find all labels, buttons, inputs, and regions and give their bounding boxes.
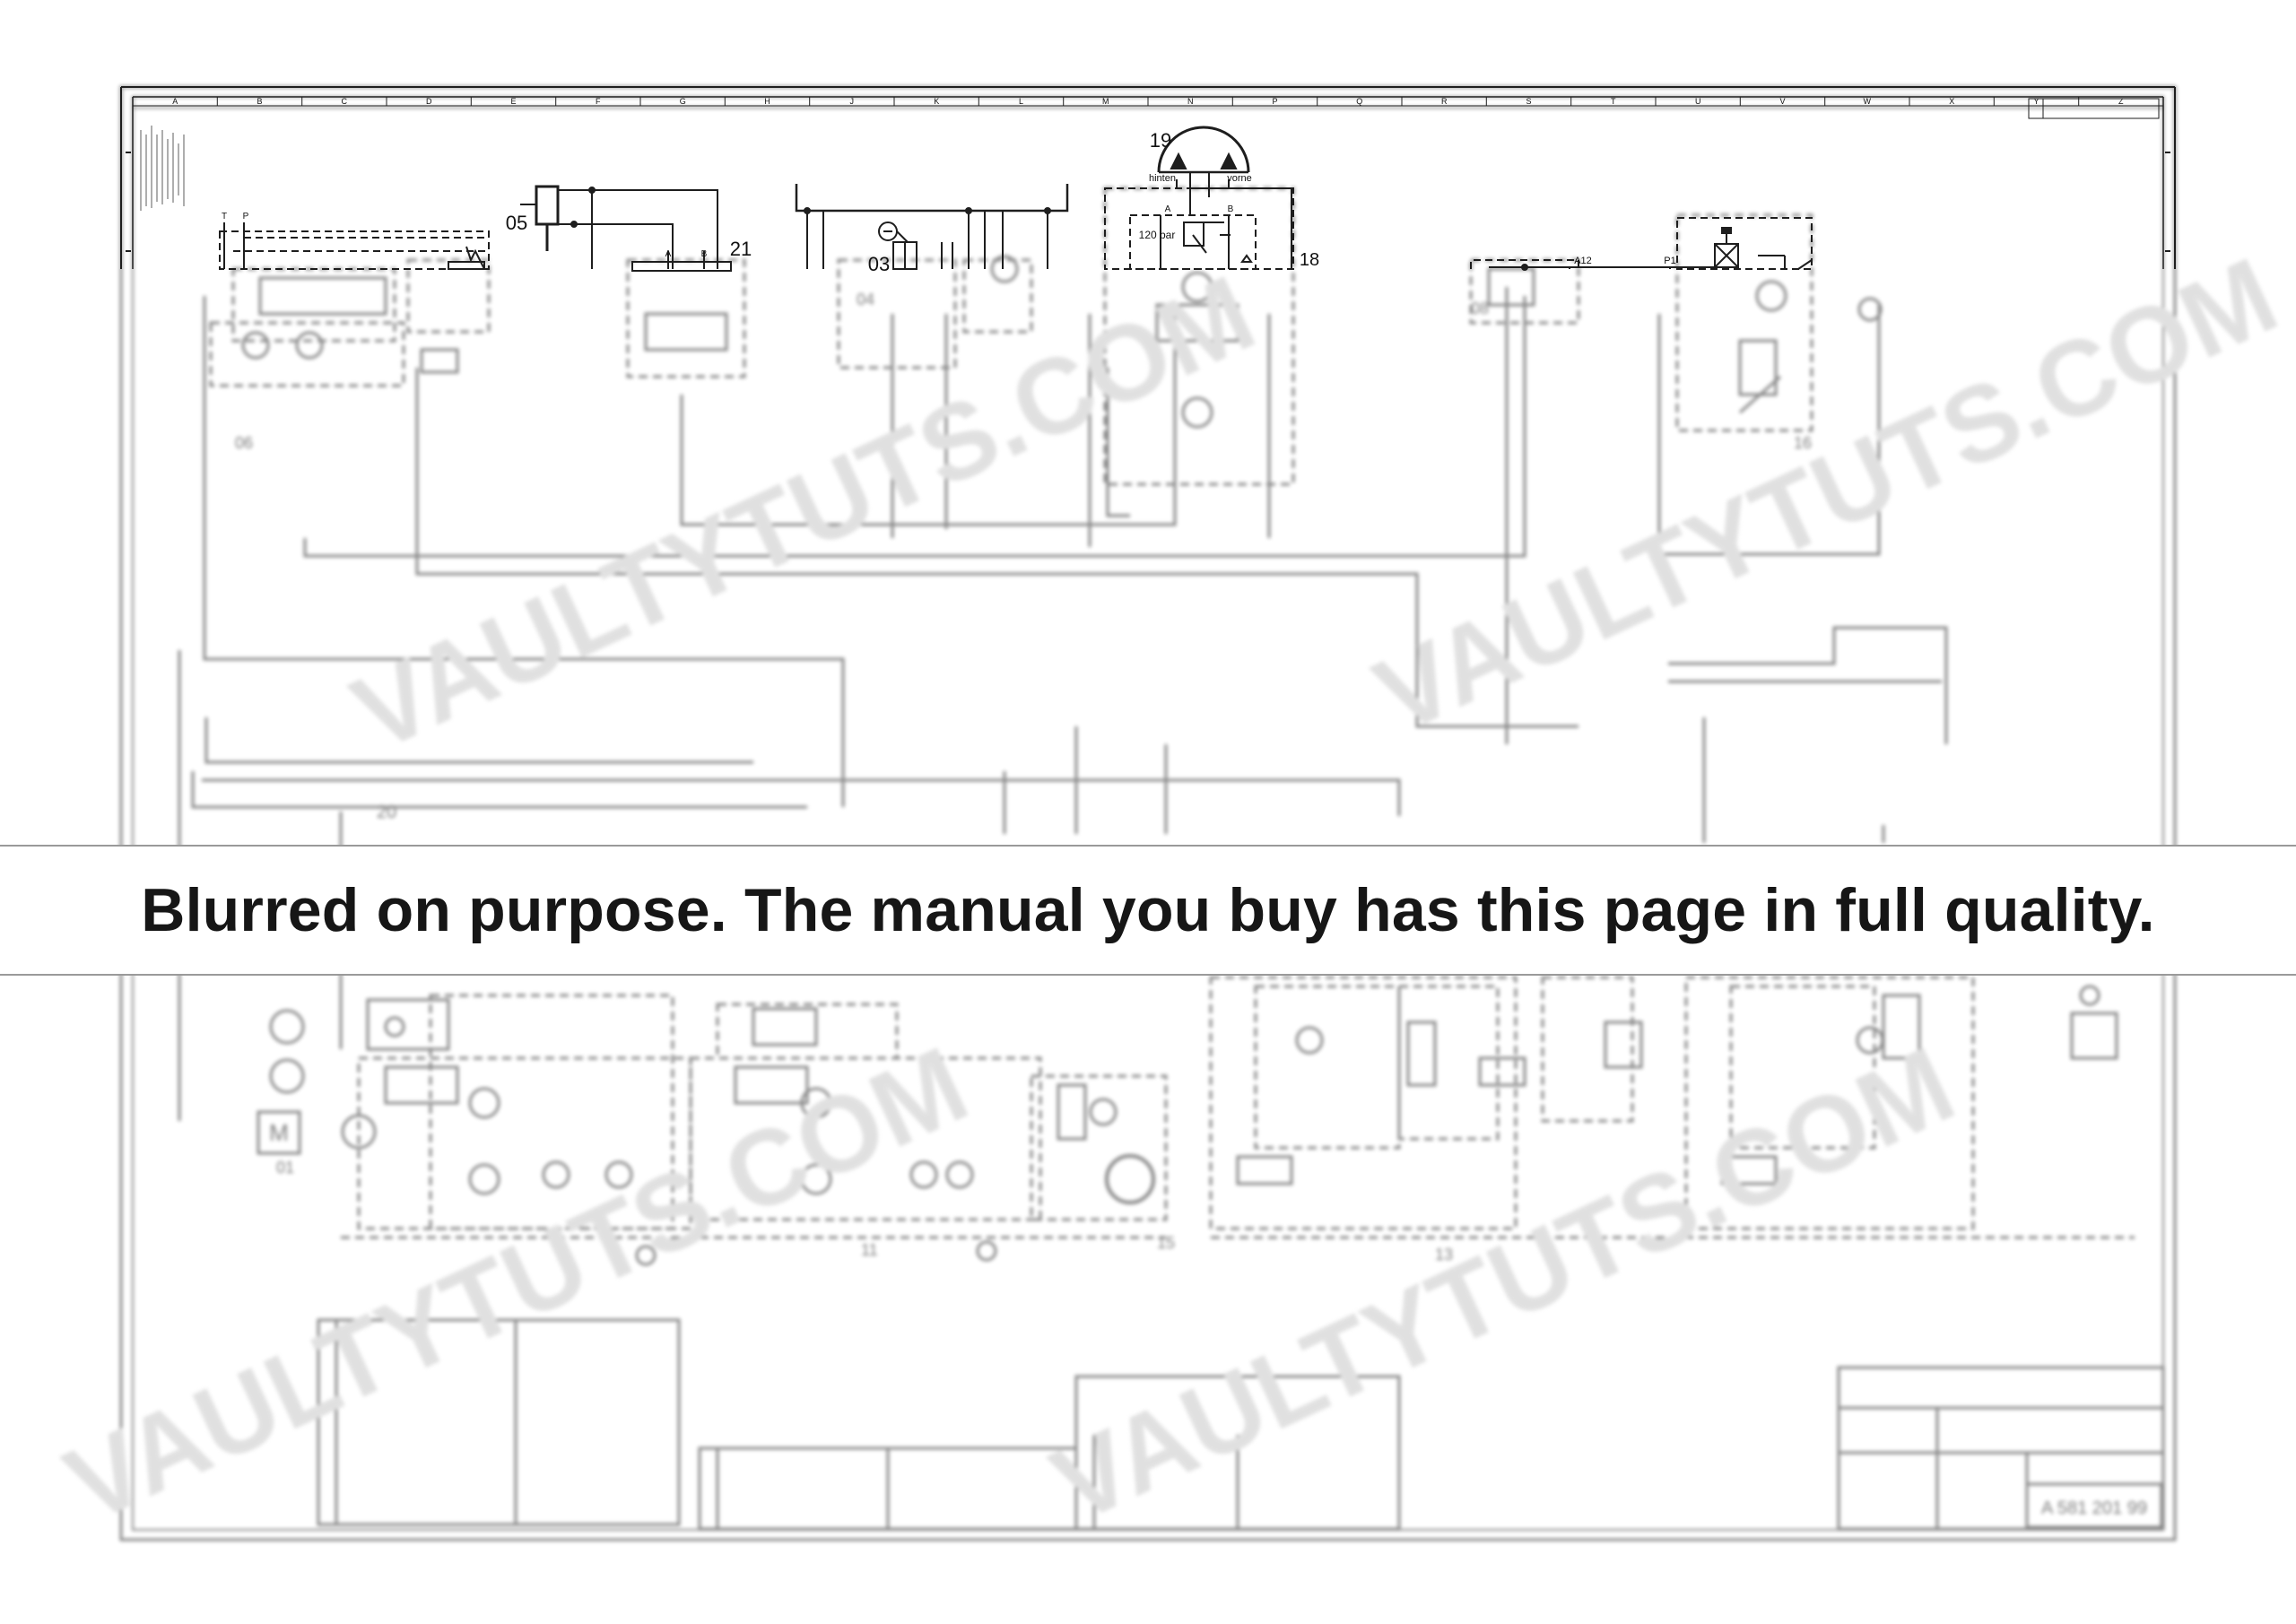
port-a12: A12 xyxy=(1574,256,1592,266)
port-b-21: B xyxy=(701,249,708,259)
label-11: 11 xyxy=(861,1241,878,1259)
grid-col-A: A xyxy=(172,97,178,106)
port-a-19: A xyxy=(1165,204,1171,214)
grid-col-V: V xyxy=(1779,97,1785,106)
port-p: P xyxy=(243,212,249,221)
sharp-schematic-top: A B C D E F G H J K L M N P Q R S T U V W X Y Z xyxy=(120,86,2176,275)
label-13: 13 xyxy=(1435,1246,1453,1264)
grid-col-S: S xyxy=(1526,97,1531,106)
grid-col-Q: Q xyxy=(1356,97,1362,106)
grid-col-D: D xyxy=(426,97,432,106)
grid-col-B: B xyxy=(257,97,262,106)
blur-notice-text: Blurred on purpose. The manual you buy h… xyxy=(141,876,2155,944)
grid-col-Y: Y xyxy=(2033,97,2039,106)
watermark-text-2: VAULTYTUTS.COM xyxy=(1358,235,2293,757)
grid-col-Z: Z xyxy=(2118,97,2124,106)
label-18: 18 xyxy=(1300,250,1319,270)
grid-col-U: U xyxy=(1695,97,1701,106)
port-p1: P1 xyxy=(1664,256,1675,266)
blur-notice-banner: Blurred on purpose. The manual you buy h… xyxy=(0,845,2296,976)
label-20: 20 xyxy=(377,803,396,822)
grid-col-J: J xyxy=(850,97,855,106)
grid-column-ticks xyxy=(216,97,2080,106)
grid-col-E: E xyxy=(510,97,516,106)
grid-col-T: T xyxy=(1611,97,1616,106)
grid-col-N: N xyxy=(1187,97,1194,106)
port-b-19: B xyxy=(1228,204,1234,214)
port-t: T xyxy=(222,212,227,221)
grid-col-P: P xyxy=(1272,97,1277,106)
label-19-right: vorne xyxy=(1227,173,1252,184)
label-16: 16 xyxy=(1794,434,1812,452)
grid-col-M: M xyxy=(1102,97,1109,106)
label-03: 03 xyxy=(868,253,890,275)
motor-label: M xyxy=(269,1119,289,1146)
label-19-left: hinten xyxy=(1149,173,1176,184)
grid-col-X: X xyxy=(1949,97,1954,106)
label-01: 01 xyxy=(276,1159,294,1177)
watermark-text-4: VAULTYTUTS.COM xyxy=(1035,1024,1970,1546)
label-05: 05 xyxy=(506,212,527,234)
grid-col-K: K xyxy=(934,97,939,106)
label-21: 21 xyxy=(730,238,752,260)
label-04: 04 xyxy=(857,291,874,308)
blurred-schematic: M 01 04 06 08 16 20 11 13 15 A 581 201 9… xyxy=(48,85,2294,1546)
grid-col-H: H xyxy=(764,97,770,106)
label-06: 06 xyxy=(235,434,253,452)
label-19: 19 xyxy=(1150,129,1171,152)
label-18-pressure: 120 bar xyxy=(1139,229,1176,241)
grid-col-W: W xyxy=(1864,97,1872,106)
drawing-number: A 581 201 99 xyxy=(2041,1498,2147,1518)
grid-col-L: L xyxy=(1019,97,1023,106)
grid-col-F: F xyxy=(596,97,601,106)
grid-col-G: G xyxy=(680,97,686,106)
grid-col-C: C xyxy=(342,97,348,106)
label-15: 15 xyxy=(1157,1234,1175,1252)
label-08: 08 xyxy=(1471,300,1489,317)
legal-note-lines xyxy=(140,126,185,211)
port-a-21: A xyxy=(665,249,672,259)
grid-col-R: R xyxy=(1441,97,1448,106)
